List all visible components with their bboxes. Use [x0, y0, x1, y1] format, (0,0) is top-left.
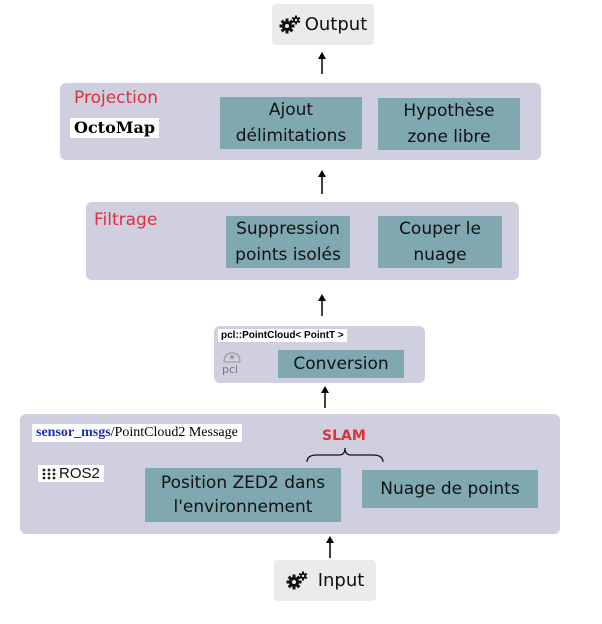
pcl-logo-text: pcl [222, 363, 239, 376]
step-ajout-delimitations: Ajout délimitations [220, 97, 362, 149]
step-couper-le-nuage: Couper le nuage [378, 216, 502, 268]
msg-type: /PointCloud2 Message [110, 425, 238, 440]
step-label: Ajout délimitations [235, 100, 347, 146]
gears-icon [279, 15, 301, 33]
step-label: Hypothèse zone libre [403, 101, 495, 147]
output-node: Output [272, 4, 374, 45]
arrow-up [318, 52, 326, 74]
step-position-zed2: Position ZED2 dans l'environnement [145, 468, 341, 522]
pcl-logo: pcl [220, 350, 244, 378]
projection-title: Projection [74, 88, 159, 108]
step-label: Nuage de points [380, 479, 520, 499]
ros2-logo: ROS2 [38, 465, 104, 482]
slam-brace [306, 447, 384, 463]
step-conversion: Conversion [278, 350, 404, 378]
input-label: Input [317, 570, 365, 591]
step-label: Couper le nuage [399, 219, 481, 265]
pointcloud-type-label: pcl::PointCloud< PointT > [218, 329, 347, 342]
output-label: Output [304, 14, 368, 35]
slam-label: SLAM [322, 428, 366, 444]
input-node: Input [274, 560, 376, 601]
pcl-logo-icon [223, 352, 241, 363]
arrow-up [318, 170, 326, 194]
step-nuage-de-points: Nuage de points [362, 470, 538, 508]
arrow-up [321, 386, 329, 408]
step-suppression-points-isoles: Suppression points isolés [226, 216, 350, 268]
ros2-logo-text: ROS2 [59, 465, 100, 482]
octomap-logo: OctoMap [70, 118, 160, 138]
sensor-msgs-label: sensor_msgs/PointCloud2 Message [32, 424, 242, 442]
step-label: Suppression points isolés [235, 219, 341, 265]
filtrage-title: Filtrage [94, 210, 158, 230]
ros-dots-icon [42, 468, 56, 479]
step-label: Conversion [293, 354, 389, 374]
arrow-up [326, 536, 334, 558]
gears-icon [286, 571, 308, 589]
arrow-up [318, 294, 326, 316]
step-label: Position ZED2 dans l'environnement [160, 473, 326, 517]
step-hypothese-zone-libre: Hypothèse zone libre [378, 98, 520, 150]
msg-package: sensor_msgs [36, 425, 111, 440]
